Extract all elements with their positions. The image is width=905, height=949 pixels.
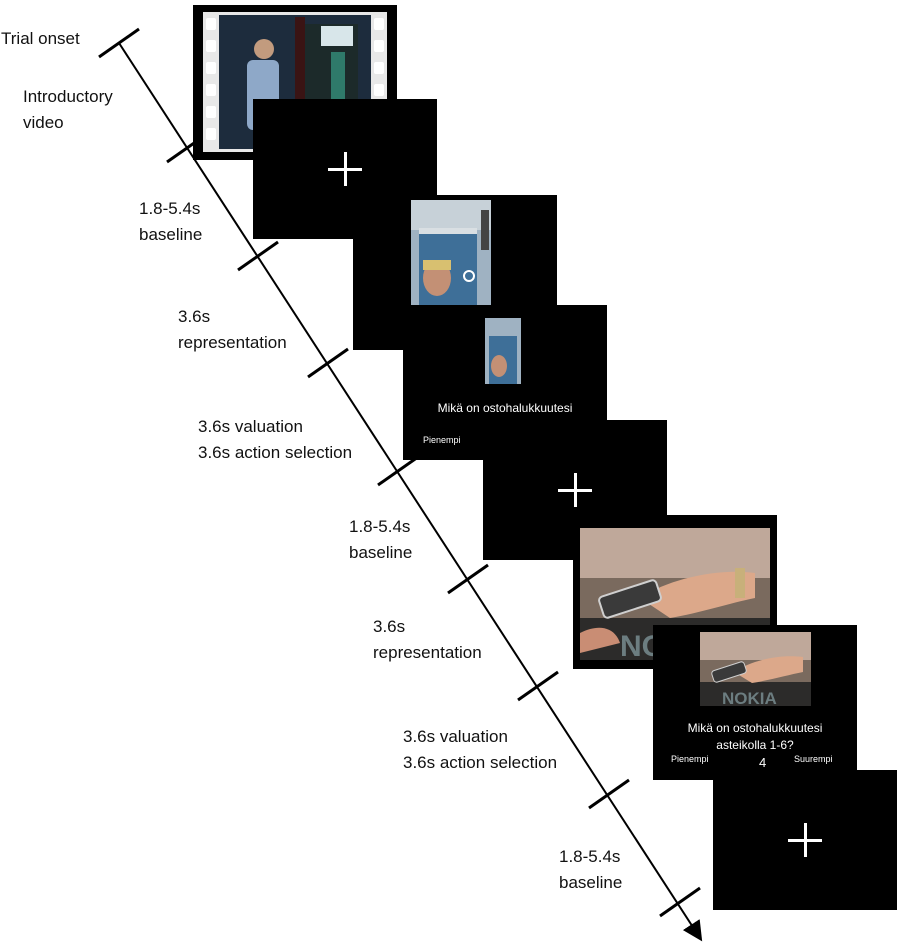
- rating-question-2: Mikä on ostohalukkuutesi asteikolla 1-6?: [687, 721, 823, 752]
- label-valuation-1: 3.6s valuation 3.6s action selection: [198, 417, 353, 462]
- rating-scale-right-2: Suurempi: [794, 754, 833, 764]
- label-valuation-2: 3.6s valuation 3.6s action selection: [403, 727, 558, 772]
- fixation-cross-icon: [558, 473, 592, 507]
- phone-in-hand-thumbnail: NOKIA: [700, 632, 811, 706]
- rating-value: 4: [759, 755, 767, 770]
- label-baseline-3: 1.8-5.4s baseline: [559, 847, 623, 892]
- fixation-cross-icon: [328, 152, 362, 186]
- tick: [237, 240, 279, 272]
- screen-valuation-2: NOKIA Mikä on ostohalukkuutesi asteikoll…: [653, 625, 857, 780]
- rating-scale-left-1: Pienempi: [423, 435, 461, 445]
- screen-baseline-3: [713, 770, 897, 910]
- label-representation-2: 3.6s representation: [373, 617, 482, 662]
- tick: [307, 347, 349, 379]
- tick-trial-onset: [98, 27, 140, 59]
- svg-text:NOKIA: NOKIA: [722, 689, 777, 706]
- tick: [377, 455, 419, 487]
- label-baseline-2: 1.8-5.4s baseline: [349, 517, 413, 562]
- label-baseline-1: 1.8-5.4s baseline: [139, 199, 203, 244]
- label-trial-onset: Trial onset: [1, 29, 80, 48]
- product-booth-image: [411, 200, 491, 305]
- product-booth-thumbnail: [485, 318, 521, 384]
- rating-scale-left-2: Pienempi: [671, 754, 709, 764]
- tick: [517, 670, 559, 702]
- tick: [588, 778, 630, 810]
- tick: [447, 563, 489, 595]
- label-introductory-video: Introductory video: [23, 87, 113, 132]
- label-representation-1: 3.6s representation: [178, 307, 287, 352]
- tick-marks: [98, 27, 701, 918]
- fixation-cross-icon: [788, 823, 822, 857]
- tick: [659, 886, 701, 918]
- time-axis: [118, 42, 703, 942]
